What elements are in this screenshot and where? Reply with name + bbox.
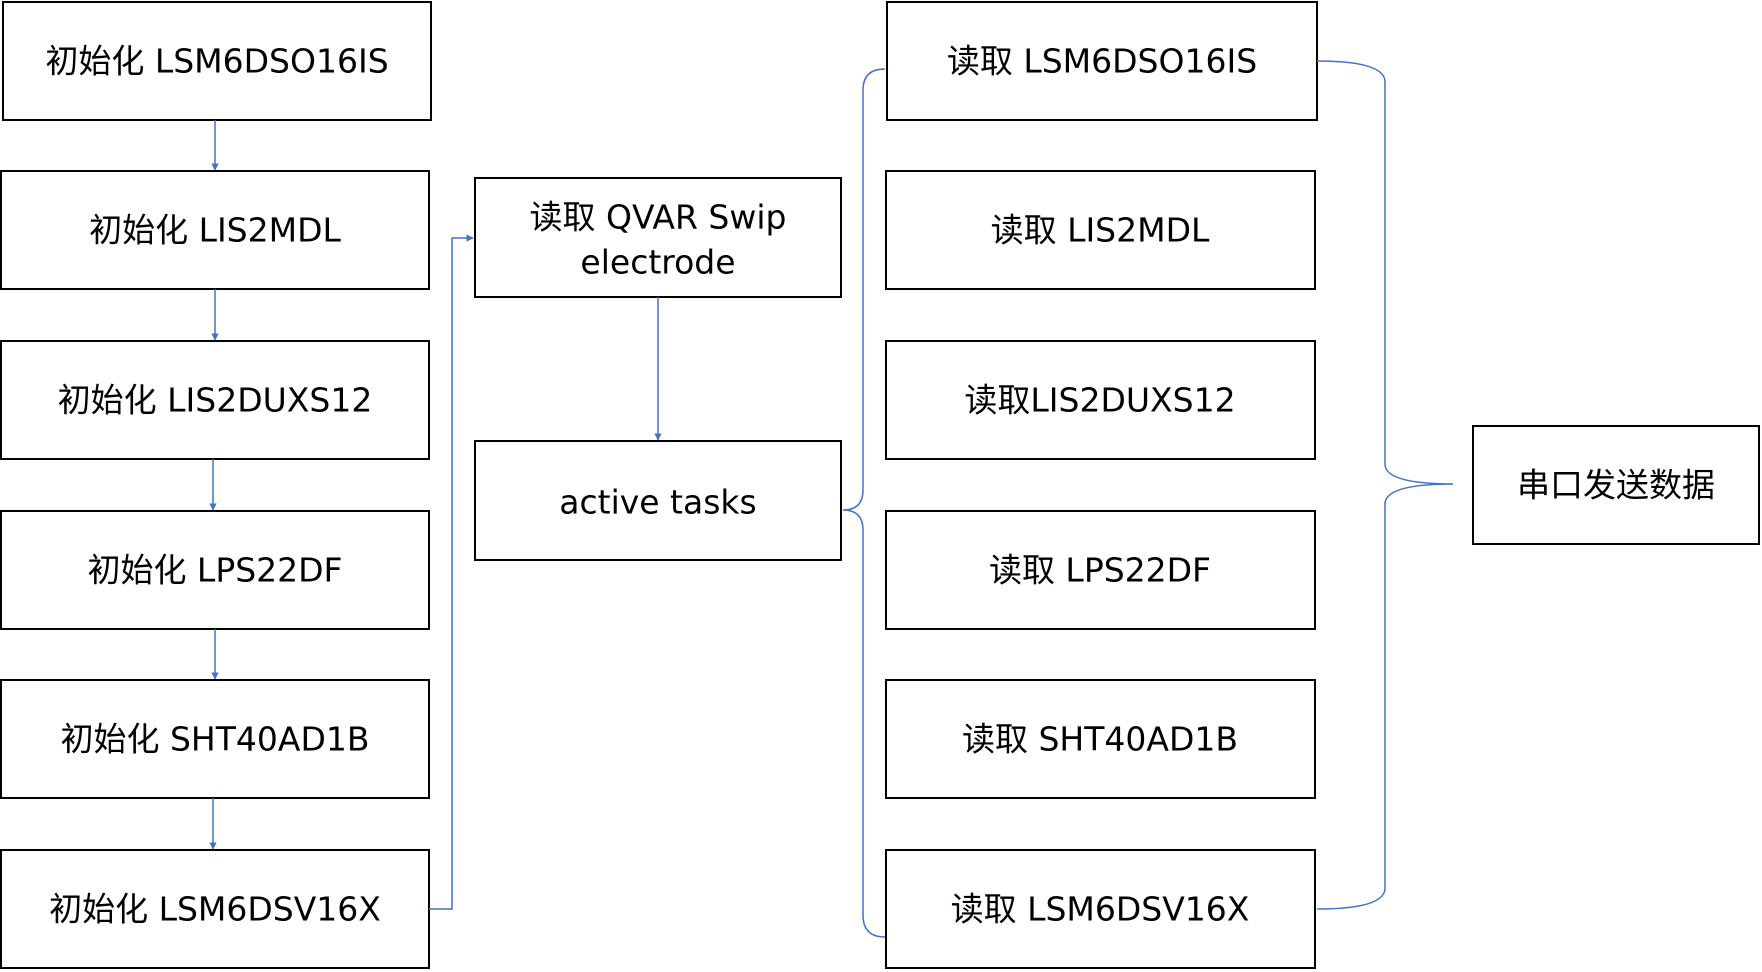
left-brace: [842, 68, 886, 938]
node-label: active tasks: [559, 483, 756, 522]
init-node-lis2duxs12: 初始化 LIS2DUXS12: [0, 340, 430, 460]
read-node-lsm6dsv16x: 读取 LSM6DSV16X: [885, 849, 1316, 969]
node-label: 读取 LIS2MDL: [991, 211, 1210, 250]
read-node-lis2duxs12: 读取LIS2DUXS12: [885, 340, 1316, 460]
read-node-lps22df: 读取 LPS22DF: [885, 510, 1316, 630]
serial-send-node: 串口发送数据: [1472, 425, 1760, 545]
node-label: 初始化 LSM6DSV16X: [49, 890, 381, 929]
arrow-init-to-qvar: [429, 234, 474, 910]
init-node-lsm6dso16is: 初始化 LSM6DSO16IS: [2, 1, 432, 121]
node-label-line1: 读取 QVAR Swip: [530, 198, 787, 237]
init-node-lps22df: 初始化 LPS22DF: [0, 510, 430, 630]
right-brace: [1316, 60, 1454, 910]
node-label: 初始化 SHT40AD1B: [60, 720, 369, 759]
node-label: 读取 LPS22DF: [989, 551, 1211, 590]
node-label: 初始化 LPS22DF: [87, 551, 342, 590]
node-label: 读取 LSM6DSO16IS: [947, 42, 1257, 81]
node-label: 读取 SHT40AD1B: [962, 720, 1238, 759]
read-node-sht40ad1b: 读取 SHT40AD1B: [885, 679, 1316, 799]
node-label: 串口发送数据: [1517, 466, 1715, 505]
active-tasks-node: active tasks: [474, 440, 842, 561]
node-label: 初始化 LIS2DUXS12: [58, 381, 373, 420]
node-label: 初始化 LSM6DSO16IS: [45, 42, 388, 81]
init-node-sht40ad1b: 初始化 SHT40AD1B: [0, 679, 430, 799]
node-label: 读取LIS2DUXS12: [964, 381, 1235, 420]
init-node-lis2mdl: 初始化 LIS2MDL: [0, 170, 430, 290]
read-node-qvar: 读取 QVAR Swip electrode: [474, 177, 842, 298]
node-label: 读取 LSM6DSV16X: [951, 890, 1250, 929]
read-node-lsm6dso16is: 读取 LSM6DSO16IS: [886, 1, 1318, 121]
node-label: 初始化 LIS2MDL: [89, 211, 341, 250]
node-label-line2: electrode: [580, 243, 735, 282]
read-node-lis2mdl: 读取 LIS2MDL: [885, 170, 1316, 290]
init-node-lsm6dsv16x: 初始化 LSM6DSV16X: [0, 849, 430, 969]
